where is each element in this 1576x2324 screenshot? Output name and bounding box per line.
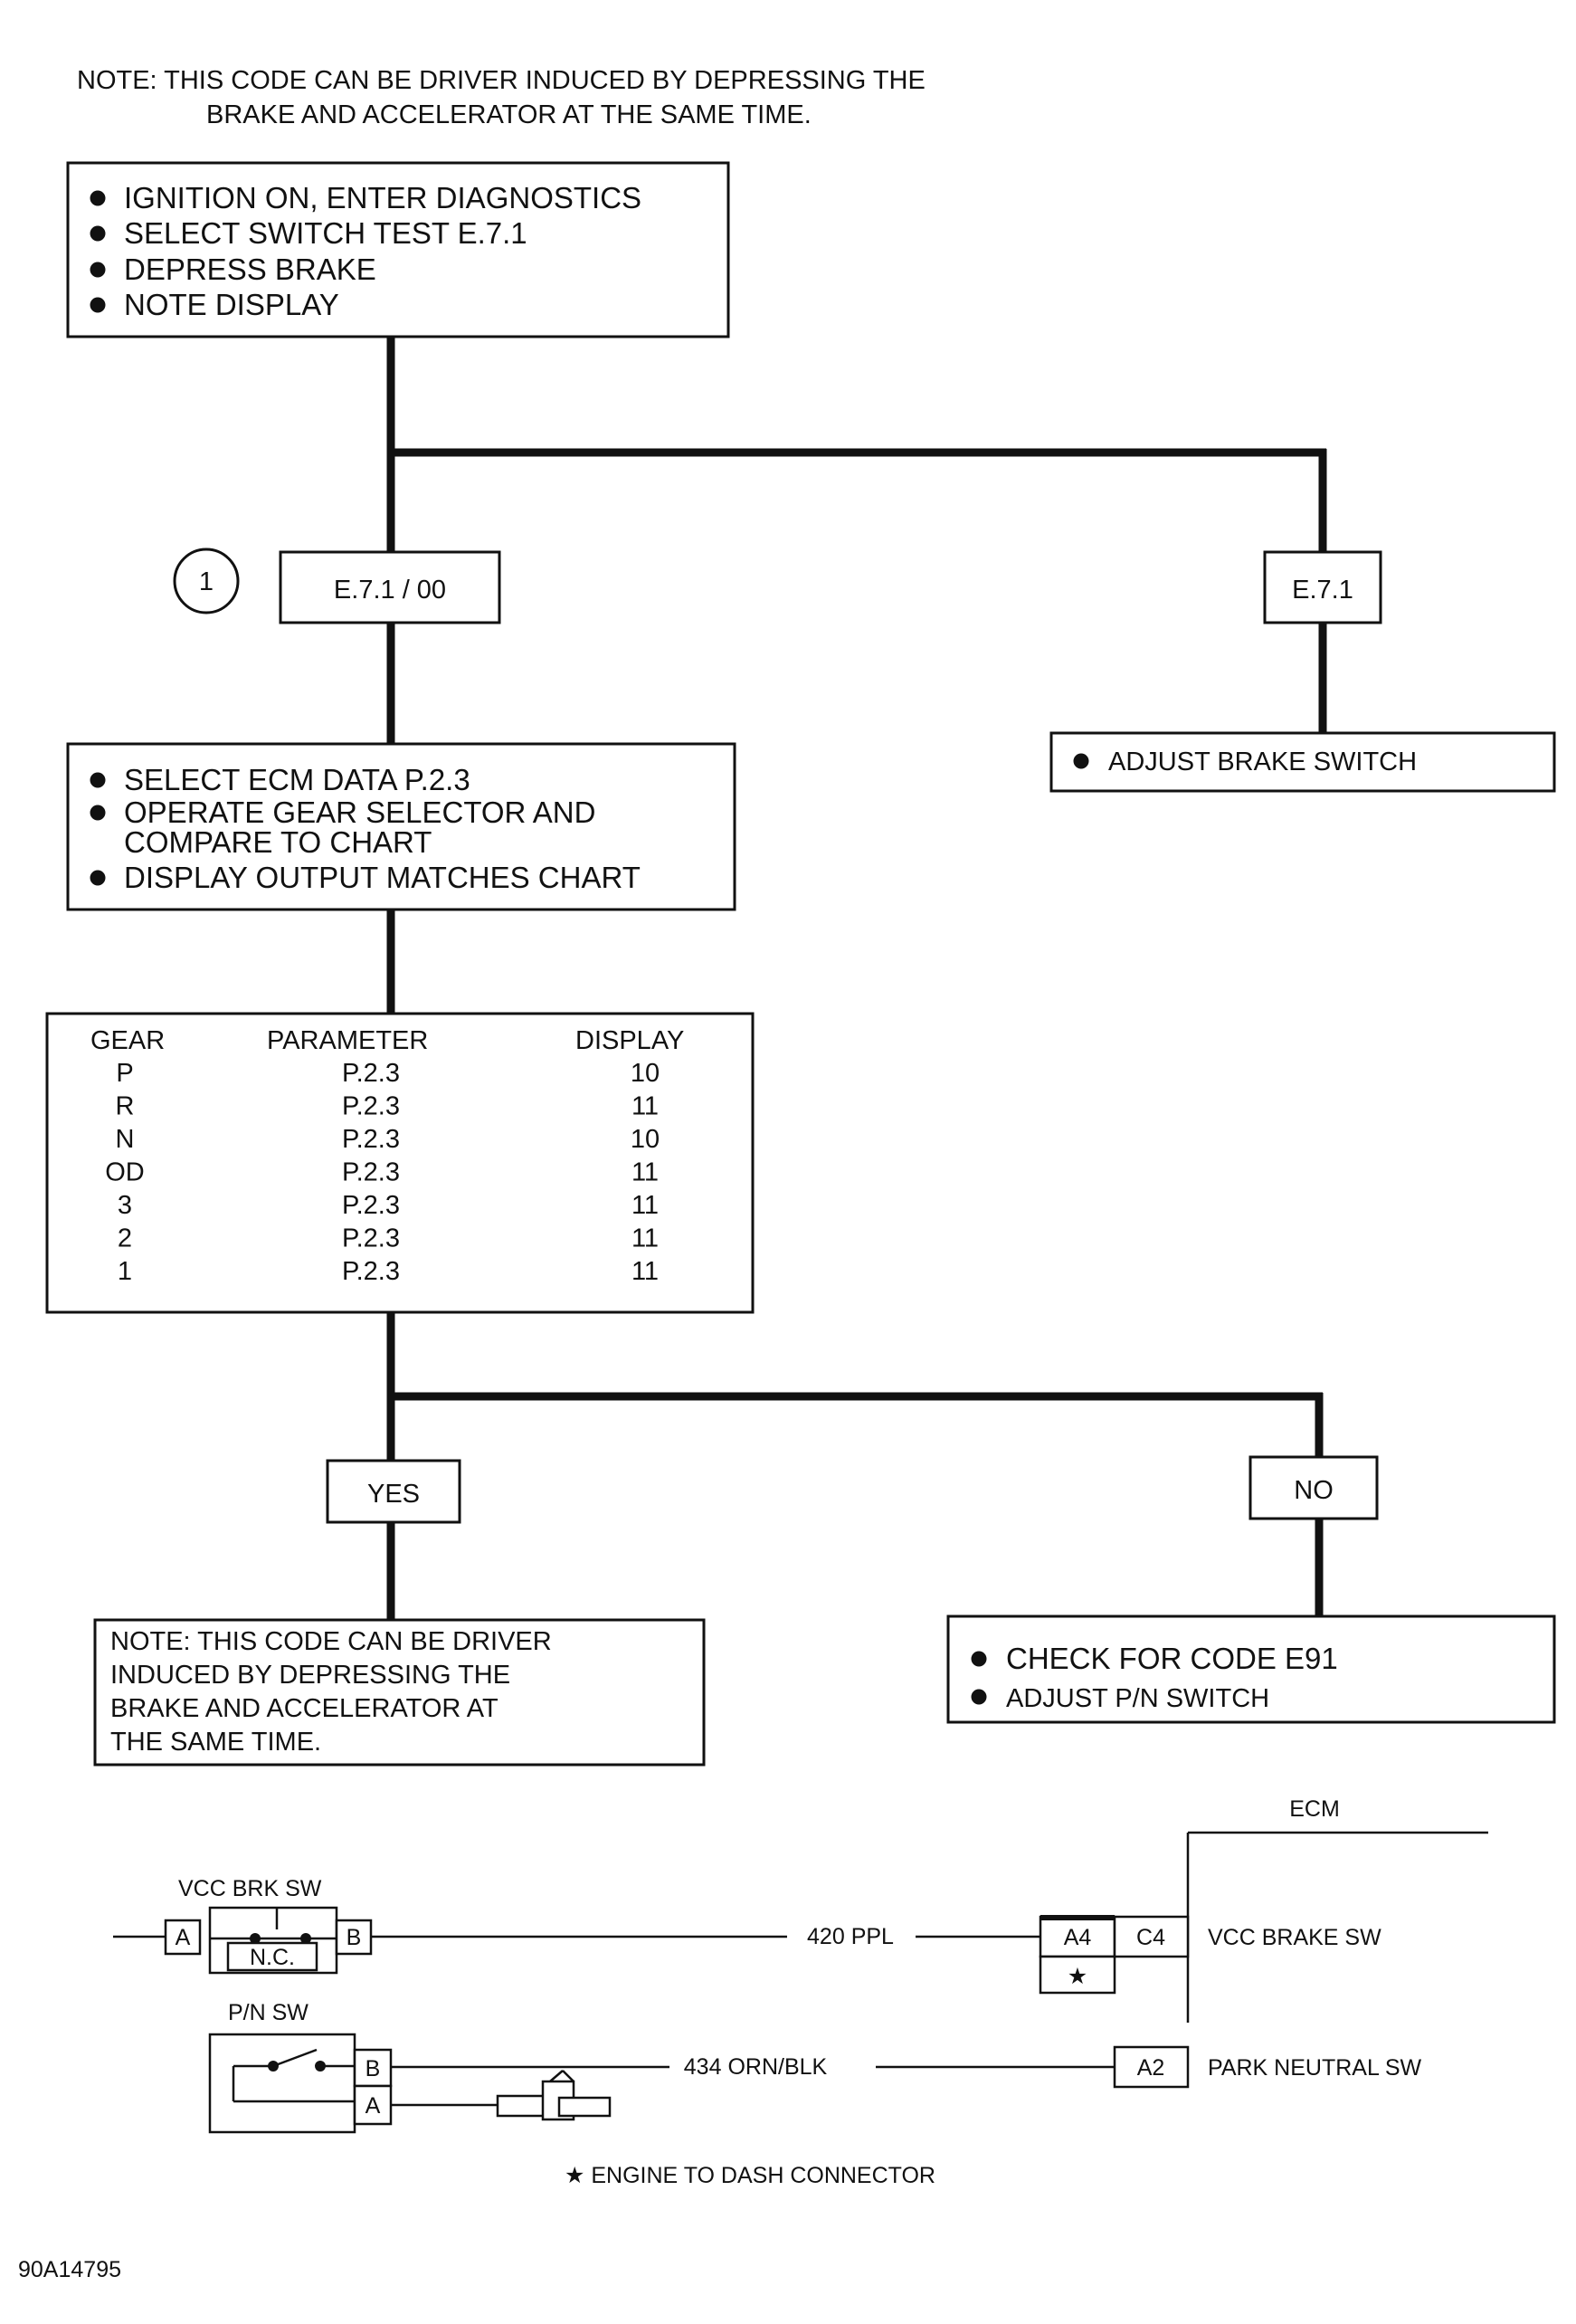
step-2-item: SELECT ECM DATA P.2.3 [124,763,470,796]
table-cell-parameter: P.2.3 [342,1191,400,1220]
top-note-line-2: BRAKE AND ACCELERATOR AT THE SAME TIME. [206,100,812,129]
pin-a2-terminal [1113,2045,1190,2089]
star-icon: ★ [1068,1964,1087,1989]
table-header-gear: GEAR [90,1026,165,1055]
step-2-item: COMPARE TO CHART [124,825,432,859]
flow-branch-2 [386,1312,1324,1620]
pin-c4-terminal [1113,1915,1190,1958]
decision-no-box: NO [1248,1455,1379,1520]
pin-a4-label: A4 [1064,1925,1092,1950]
table-cell-display: 11 [631,1257,659,1286]
park-neutral-sw-label: PARK NEUTRAL SW [1208,2055,1422,2081]
bullet-icon [90,190,106,206]
pn-pin-a-terminal [353,2084,393,2126]
step-1-item: IGNITION ON, ENTER DIAGNOSTICS [124,181,641,214]
table-cell-gear: OD [105,1158,145,1187]
adjust-brake-switch-box: ADJUST BRAKE SWITCH [1049,731,1556,793]
pn-switch-label: P/N SW [228,2000,309,2025]
table-header-display: DISPLAY [575,1026,684,1055]
step-2-box: SELECT ECM DATA P.2.3 OPERATE GEAR SELEC… [66,742,736,911]
ecm-label: ECM [1289,1796,1340,1822]
table-cell-gear: P [116,1059,133,1088]
table-header-parameter: PARAMETER [267,1026,428,1055]
table-cell-parameter: P.2.3 [342,1224,400,1253]
step-1-item: DEPRESS BRAKE [124,252,376,286]
wiring-schematic: ECM VCC BRK SW A N.C. B 420 PPL A4 ★ C4 … [113,1796,1488,2188]
table-cell-gear: R [116,1092,135,1121]
yes-note-line: NOTE: THIS CODE CAN BE DRIVER [110,1627,552,1656]
bullet-icon [90,297,106,313]
yes-note-line: INDUCED BY DEPRESSING THE [110,1661,510,1690]
switch-contact-icon [300,1933,311,1944]
no-action-item: CHECK FOR CODE E91 [1006,1642,1338,1675]
step-1-box: IGNITION ON, ENTER DIAGNOSTICS SELECT SW… [66,161,730,338]
decision-no-label: NO [1294,1476,1334,1505]
pin-b-label: B [347,1925,362,1950]
step-2-item: DISPLAY OUTPUT MATCHES CHART [124,861,641,894]
bullet-icon [971,1689,987,1705]
table-cell-display: 10 [631,1059,660,1088]
result-right-label: E.7.1 [1292,576,1353,605]
pin-c4-label: C4 [1136,1925,1165,1950]
pin-a-label: A [176,1925,191,1950]
switch-contact-icon [250,1933,261,1944]
yes-note-line: THE SAME TIME. [110,1728,321,1757]
bullet-icon [90,262,106,278]
result-left-label: E.7.1 / 00 [334,576,446,605]
table-cell-parameter: P.2.3 [342,1092,400,1121]
table-cell-gear: 2 [118,1224,132,1253]
table-cell-gear: 1 [118,1257,132,1286]
table-cell-parameter: P.2.3 [342,1059,400,1088]
bullet-icon [971,1651,987,1667]
table-cell-display: 10 [631,1125,660,1154]
vcc-switch-label: VCC BRK SW [178,1876,322,1901]
bullet-icon [90,225,106,242]
no-action-item: ADJUST P/N SWITCH [1006,1684,1269,1713]
yes-note-box: NOTE: THIS CODE CAN BE DRIVER INDUCED BY… [93,1618,706,1767]
table-cell-display: 11 [631,1092,659,1121]
table-cell-parameter: P.2.3 [342,1158,400,1187]
pin-a2-label: A2 [1137,2055,1165,2081]
wire-434-label: 434 ORN/BLK [684,2054,828,2080]
table-cell-gear: N [116,1125,135,1154]
pn-pin-a-label: A [366,2093,381,2119]
bullet-icon [90,805,106,821]
no-action-box: CHECK FOR CODE E91 ADJUST P/N SWITCH [946,1614,1556,1724]
step-1-item: NOTE DISPLAY [124,288,339,321]
step-number-label: 1 [199,567,214,596]
adjust-brake-switch-text: ADJUST BRAKE SWITCH [1108,748,1417,776]
table-cell-gear: 3 [118,1191,132,1220]
dash-connector-marker [1039,1955,1116,1995]
bullet-icon [1073,753,1089,769]
bullet-icon [90,772,106,788]
pn-switch-body [208,2033,356,2134]
ground-connector-icon [391,2070,612,2121]
figure-id: 90A14795 [18,2257,121,2282]
flow-branch-1 [386,337,1327,744]
connector-legend: ★ ENGINE TO DASH CONNECTOR [565,2163,935,2188]
step-number-marker [173,548,240,614]
table-cell-parameter: P.2.3 [342,1125,400,1154]
wire-420-label: 420 PPL [807,1924,894,1949]
top-note-line-1: NOTE: THIS CODE CAN BE DRIVER INDUCED BY… [77,66,926,95]
pn-pin-b-label: B [366,2056,381,2081]
normally-closed-label: N.C. [250,1945,295,1970]
decision-yes-box: YES [326,1459,461,1524]
vcc-brake-sw-label: VCC BRAKE SW [1208,1925,1381,1950]
table-cell-display: 11 [631,1191,659,1220]
yes-note-line: BRAKE AND ACCELERATOR AT [110,1694,498,1723]
pin-a-terminal [164,1919,202,1956]
table-cell-display: 11 [631,1158,659,1187]
table-cell-display: 11 [631,1224,659,1253]
result-right-box: E.7.1 [1263,550,1382,624]
decision-yes-label: YES [367,1480,420,1509]
step-1-item: SELECT SWITCH TEST E.7.1 [124,216,527,250]
step-2-item: OPERATE GEAR SELECTOR AND [124,795,595,829]
table-cell-parameter: P.2.3 [342,1257,400,1286]
result-left-box: E.7.1 / 00 [279,550,501,624]
bullet-icon [90,870,106,886]
